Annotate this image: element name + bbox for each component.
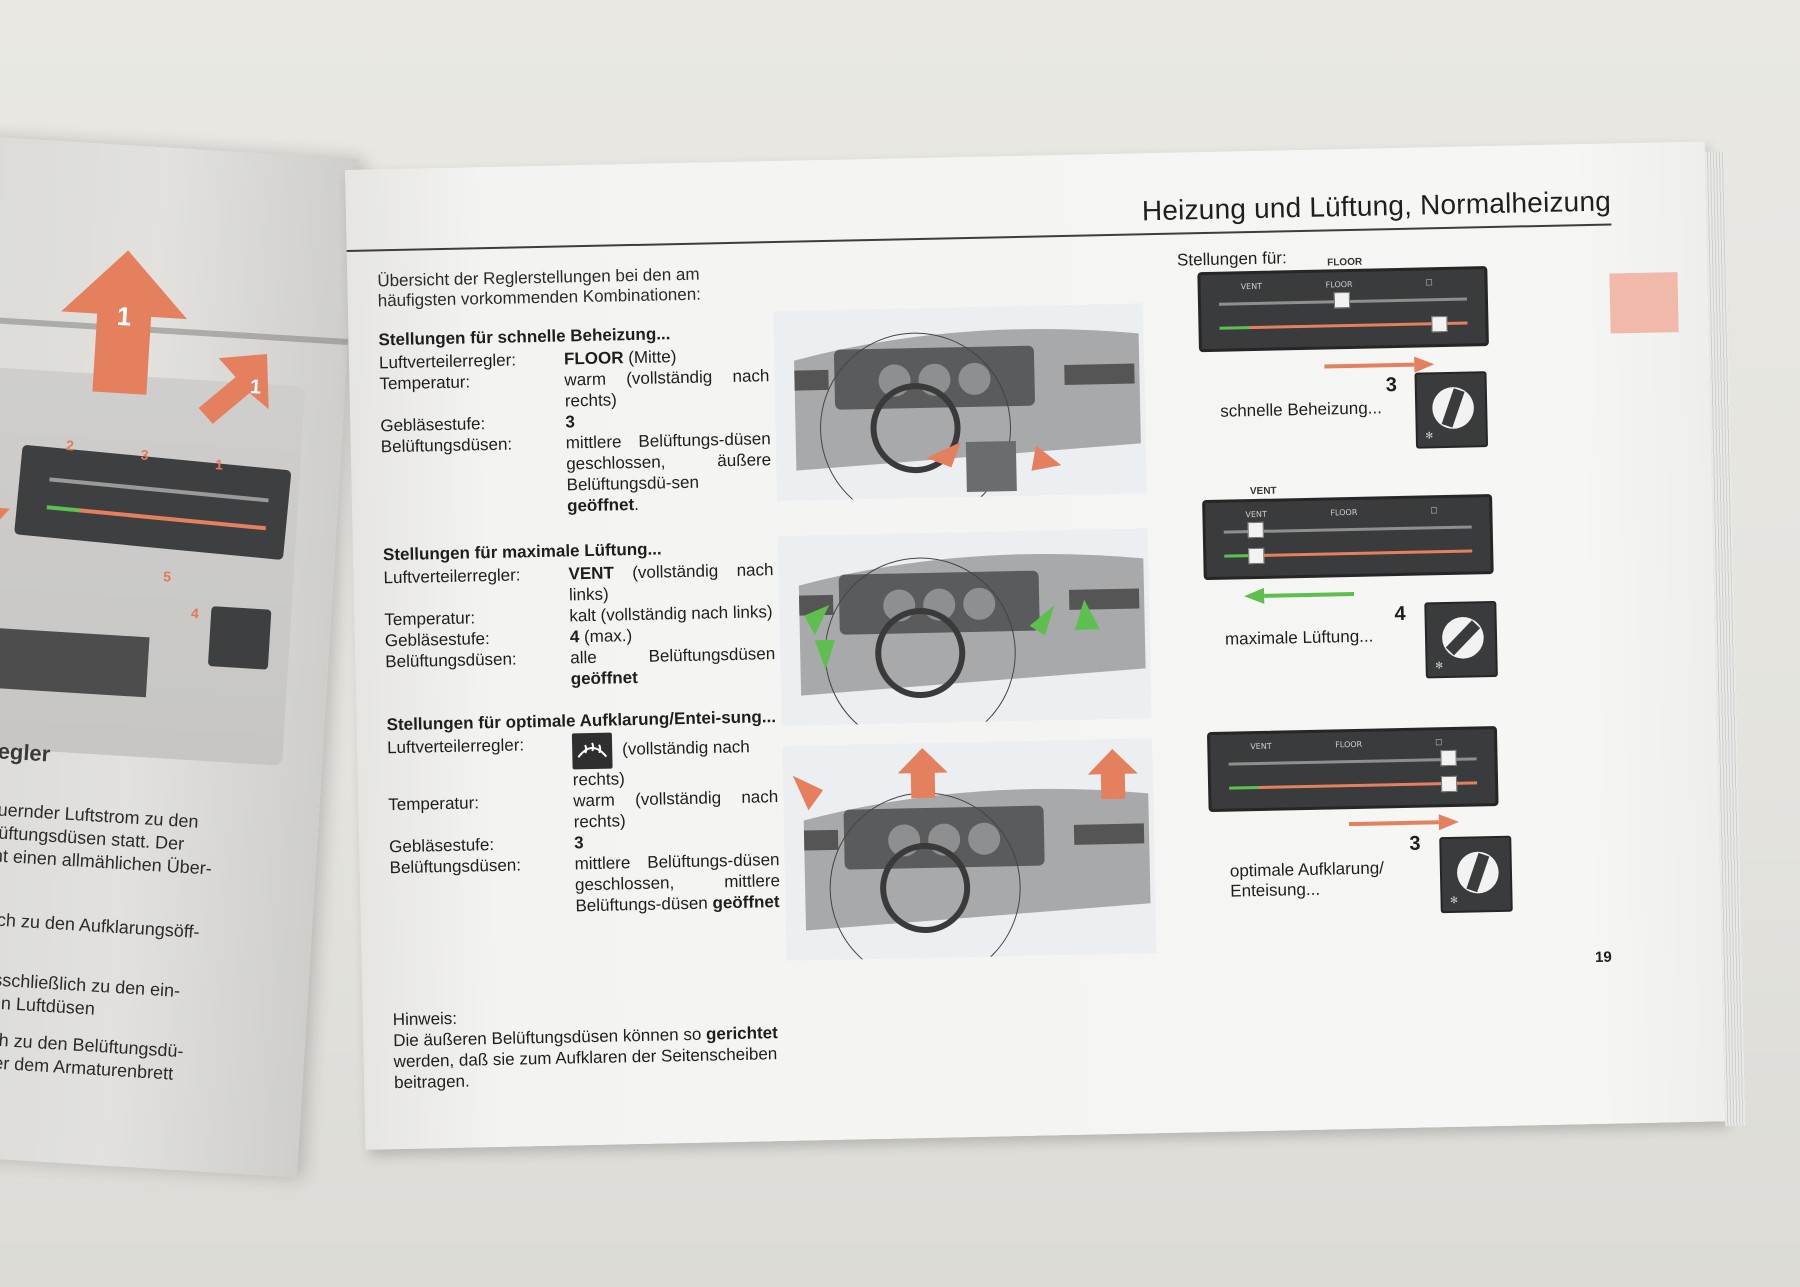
setting-label: Belüftungsdüsen: <box>385 649 517 672</box>
airflow-arrow-icon: 1 <box>198 354 269 424</box>
callout-number: 4 <box>190 604 200 622</box>
fan-knob-box: ✻ <box>1424 600 1498 679</box>
setting-label: Luftverteilerregler: <box>383 565 521 588</box>
page-title: Heizung und Lüftung, Normalheizung <box>1141 185 1612 227</box>
setting-row: Belüftungsdüsen: mittlere Belüftungs-düs… <box>389 849 780 920</box>
panel-position-label: VENT <box>1249 485 1277 498</box>
air-distribution-knob <box>1333 291 1351 309</box>
fan-dial-icon: ✻ <box>1450 851 1499 906</box>
control-panel-defrost: VENT FLOOR ☐ <box>1206 725 1499 813</box>
tick-label: VENT <box>1250 741 1272 752</box>
dashboard-illustration-ventilation <box>777 528 1152 726</box>
tick-label: FLOOR <box>1335 739 1363 750</box>
tick-label: ☐ <box>1430 506 1438 516</box>
callout-number: 3 <box>140 446 149 463</box>
temperature-knob <box>1248 547 1265 565</box>
tick-label: VENT <box>1240 281 1263 292</box>
paragraph: uft auch zu den Aufklarungsöff- ungen <box>0 908 201 952</box>
setting-value: mittlere Belüftungs-düsen geschlossen, ä… <box>565 429 772 516</box>
right-page: Heizung und Lüftung, Normalheizung Übers… <box>345 141 1746 1150</box>
section-tab-marker <box>1609 272 1679 334</box>
defrost-icon <box>571 732 613 770</box>
setting-value: alle Belüftungsdüsen geöffnet <box>570 644 776 689</box>
setting-label: Temperatur: <box>388 793 480 815</box>
svg-text:1: 1 <box>249 376 261 399</box>
tick-label: VENT <box>1245 509 1267 520</box>
fan-knob-box: ✻ <box>1439 835 1513 914</box>
setting-value: (vollständig nach rechts) <box>571 729 778 790</box>
intro-text: Übersicht der Reglerstellungen bei den a… <box>377 264 702 311</box>
panel-caption: schnelle Beheizung... <box>1220 398 1383 421</box>
arrow-right-icon <box>1324 356 1435 373</box>
setting-row: Belüftungsdüsen: mittlere Belüftungs-düs… <box>381 428 773 520</box>
hint-note: Hinweis: Die äußeren Belüftungsdüsen kön… <box>393 1001 785 1093</box>
setting-label: Luftverteilerregler: <box>386 735 525 758</box>
panel-caption: optimale Aufklarung/ Enteisung... <box>1229 858 1385 901</box>
paragraph: uft auch zu den Belüftungsdü- en unter d… <box>0 1028 185 1084</box>
setting-label: Belüftungsdüsen: <box>380 434 513 457</box>
positions-label: Stellungen für: <box>1176 248 1287 270</box>
callout-number: 1 <box>214 456 224 473</box>
temperature-track <box>1219 321 1468 330</box>
setting-row: Belüftungsdüsen: alle Belüftungsdüsen ge… <box>385 643 776 693</box>
fan-knob <box>207 606 272 670</box>
tick-label: ☐ <box>1425 278 1433 288</box>
svg-text:1: 1 <box>116 301 132 332</box>
page-number: 19 <box>1594 948 1612 966</box>
callout-number: 5 <box>162 568 172 585</box>
control-panel-ventilation: VENT FLOOR ☐ <box>1202 494 1494 581</box>
panel-caption: maximale Lüftung... <box>1224 626 1374 649</box>
page-edge <box>1704 151 1746 1127</box>
svg-text:✻: ✻ <box>1435 660 1443 671</box>
setting-value: VENT (vollständig nach links) <box>568 560 774 605</box>
tick-label: FLOOR <box>1325 279 1353 290</box>
dashboard-illustration-defrost <box>782 738 1157 961</box>
callout-number: 2 <box>65 436 75 454</box>
svg-text:✻: ✻ <box>1425 431 1433 442</box>
section-max-ventilation: Stellungen für maximale Lüftung... Luftv… <box>383 536 776 693</box>
temperature-track <box>1229 781 1478 790</box>
tick-label: FLOOR <box>1330 507 1358 518</box>
setting-label: Belüftungsdüsen: <box>389 855 522 878</box>
section-fast-heating: Stellungen für schnelle Beheizung... Luf… <box>378 321 772 520</box>
panel-position-label: FLOOR <box>1327 256 1363 269</box>
setting-label: Temperatur: <box>379 372 471 394</box>
fan-knob-box: ✻ <box>1414 371 1489 449</box>
title-rule <box>346 223 1612 252</box>
arrow-left-icon <box>1244 587 1355 604</box>
hint-text: Die äußeren Belüftungsdüsen können so ge… <box>393 1023 778 1093</box>
fan-step-number: 4 <box>1394 602 1406 626</box>
arrow-right-icon <box>1348 814 1459 831</box>
temperature-track <box>46 505 267 531</box>
airflow-arrow-icon: 1 <box>61 250 188 395</box>
setting-value: warm (vollständig nach rechts) <box>564 366 770 411</box>
air-distribution-track <box>1228 757 1477 766</box>
fan-step-number: 3 <box>1385 374 1398 397</box>
section-defrost: Stellungen für optimale Aufklarung/Entei… <box>386 706 780 920</box>
fan-dial-icon: ✻ <box>1425 387 1474 442</box>
temperature-knob <box>1431 315 1448 333</box>
air-distribution-knob <box>1440 749 1457 767</box>
paragraph: in dauernder Luftstrom zu den n Belüftun… <box>0 798 213 879</box>
paragraph: uft ausschließlich zu den ein- ellbaren … <box>0 968 181 1019</box>
section-heading: lerregler <box>0 736 52 767</box>
control-panel-heating: VENT FLOOR ☐ <box>1197 266 1489 353</box>
tick-label: ☐ <box>1435 738 1443 748</box>
setting-value: warm (vollständig nach rechts) <box>573 787 779 832</box>
fan-dial-icon: ✻ <box>1435 617 1484 672</box>
svg-text:✻: ✻ <box>1450 895 1458 906</box>
temperature-knob <box>1440 775 1458 793</box>
slider-track <box>49 477 269 503</box>
left-page: 1 1 2 2 3 1 5 4 lerregler in dauernder L… <box>0 130 360 1178</box>
air-distribution-knob <box>1247 521 1264 539</box>
dashboard-illustration-heating <box>773 303 1147 502</box>
fan-step-number: 3 <box>1409 832 1421 855</box>
setting-value: mittlere Belüftungs-düsen geschlossen, m… <box>574 850 781 916</box>
setting-row: Luftverteilerregler: (vollständig nach r… <box>387 729 778 794</box>
